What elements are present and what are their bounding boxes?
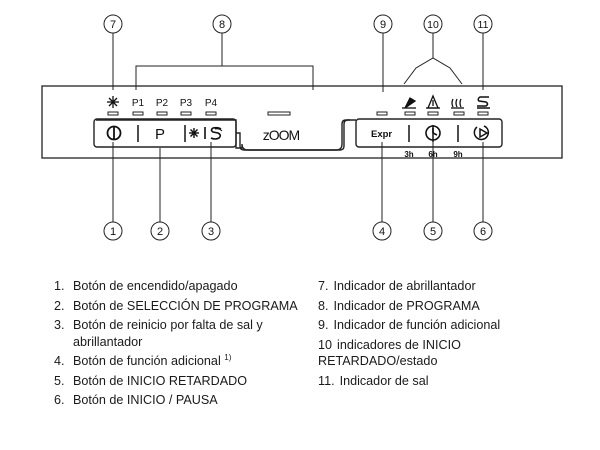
svg-text:6: 6 xyxy=(480,226,486,238)
indicator-leds xyxy=(107,111,489,116)
delay-label-3h: 3h xyxy=(404,150,413,159)
power-icon[interactable] xyxy=(106,125,122,141)
program-label-p4: P4 xyxy=(205,98,218,109)
legend-item-5: 5.Botón de INICIO RETARDADO xyxy=(54,373,248,388)
program-button[interactable]: P xyxy=(155,126,165,143)
legend-item-6: 6.Botón de INICIO / PAUSA xyxy=(54,393,218,408)
callout-11: 11 xyxy=(473,14,493,34)
delay-label-9h: 9h xyxy=(453,150,462,159)
callout-8: 8 xyxy=(212,14,232,34)
svg-text:10: 10 xyxy=(427,19,439,31)
svg-text:4: 4 xyxy=(379,226,385,238)
program-label-p3: P3 xyxy=(180,98,193,109)
callout-1: 1 xyxy=(103,221,123,241)
program-label-p1: P1 xyxy=(132,98,145,109)
legend-item-11: 11.Indicador de sal xyxy=(318,373,429,388)
control-panel-diagram: P Expr 3h 6h 9h xyxy=(41,14,563,241)
callout-3: 3 xyxy=(201,221,221,241)
button-frame-left xyxy=(96,119,350,151)
svg-text:9: 9 xyxy=(380,19,386,31)
button-frame-right-box xyxy=(355,118,503,148)
svg-text:1: 1 xyxy=(110,226,116,238)
callout-10: 10 xyxy=(423,14,443,34)
rinse-aid-icon xyxy=(107,96,119,108)
legend-item-9: 9.Indicador de función adicional xyxy=(318,318,501,333)
legend-left: 1.Botón de encendido/apagado 2.Botón de … xyxy=(54,278,304,412)
delay-clock-icon[interactable] xyxy=(425,125,441,141)
legend-item-4: 4.Botón de función adicional 1) xyxy=(54,353,232,369)
callout-4: 4 xyxy=(372,221,392,241)
callout-6: 6 xyxy=(473,221,493,241)
button-frame-connector xyxy=(236,119,356,151)
callout-lines xyxy=(112,33,484,222)
legend-item-2: 2.Botón de SELECCIÓN DE PROGRAMA xyxy=(54,298,298,313)
status-icons xyxy=(402,94,464,109)
svg-text:5: 5 xyxy=(430,226,436,238)
svg-text:2: 2 xyxy=(157,226,163,238)
callout-2: 2 xyxy=(150,221,170,241)
callout-9: 9 xyxy=(373,14,393,34)
start-pause-icon[interactable] xyxy=(473,125,490,141)
svg-text:7: 7 xyxy=(110,19,116,31)
program-label-p2: P2 xyxy=(156,98,169,109)
reset-salt-rinse-icon[interactable] xyxy=(189,126,223,140)
salt-icon xyxy=(477,96,490,109)
eco-logo: zOOM xyxy=(263,127,300,143)
extra-function-icon[interactable]: Expr xyxy=(371,129,392,140)
legend-item-1: 1.Botón de encendido/apagado xyxy=(54,279,238,293)
legend-item-8: 8.Indicador de PROGRAMA xyxy=(318,298,480,313)
callout-5: 5 xyxy=(423,221,443,241)
svg-text:8: 8 xyxy=(219,19,225,31)
legend-right: 7.Indicador de abrillantador 8.Indicador… xyxy=(318,278,568,392)
control-panel xyxy=(41,85,563,159)
legend-item-7: 7.Indicador de abrillantador xyxy=(318,279,476,293)
callout-7: 7 xyxy=(103,14,123,34)
svg-text:11: 11 xyxy=(478,19,489,31)
svg-text:3: 3 xyxy=(208,226,214,238)
legend-item-3: 3.Botón de reinicio por falta de sal y a… xyxy=(54,318,263,349)
